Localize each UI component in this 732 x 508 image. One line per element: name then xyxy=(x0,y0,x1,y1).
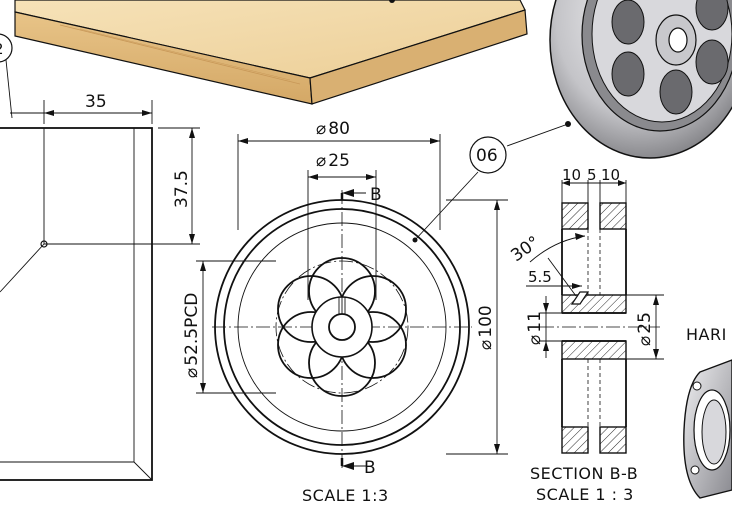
svg-text:B: B xyxy=(370,185,382,205)
dim-diameter-25: ⌀25 xyxy=(307,151,377,300)
svg-text:35: 35 xyxy=(85,92,107,112)
left-board-view xyxy=(0,127,200,481)
balloon-left-partial: 2 xyxy=(0,33,13,119)
hardware-3d-partial xyxy=(683,359,732,499)
section-title-caption: SECTION B-B xyxy=(530,464,638,483)
wooden-board-iso xyxy=(14,0,528,105)
balloon-06: 06 xyxy=(412,123,569,243)
svg-text:30°: 30° xyxy=(507,232,543,266)
svg-text:06: 06 xyxy=(476,146,498,166)
section-scale-caption: SCALE 1 : 3 xyxy=(536,485,634,504)
svg-text:⌀11: ⌀11 xyxy=(525,311,545,345)
svg-text:10: 10 xyxy=(601,166,620,184)
svg-text:5: 5 xyxy=(587,166,597,184)
right-partial-label: HARI xyxy=(686,325,727,344)
svg-text:⌀25: ⌀25 xyxy=(316,151,350,171)
svg-text:⌀80: ⌀80 xyxy=(316,119,350,139)
dim-35: 35 xyxy=(10,92,153,124)
dim-pcd: ⌀52.5PCD xyxy=(182,260,276,394)
dim-diameter-11: ⌀11 xyxy=(525,296,562,358)
svg-text:⌀25: ⌀25 xyxy=(635,312,655,346)
dim-5-5: 5.5 xyxy=(526,268,582,289)
svg-text:10: 10 xyxy=(562,166,581,184)
front-view-scale-caption: SCALE 1:3 xyxy=(302,486,389,505)
dim-section-widths: 10 5 10 xyxy=(561,166,627,203)
svg-text:37.5: 37.5 xyxy=(172,170,192,208)
svg-text:2: 2 xyxy=(0,40,4,58)
dim-diameter-25-section: ⌀25 xyxy=(626,294,664,360)
svg-text:5.5: 5.5 xyxy=(528,268,552,286)
wheel-front-view xyxy=(212,190,472,468)
svg-text:⌀52.5PCD: ⌀52.5PCD xyxy=(182,293,202,378)
dim-37-5: 37.5 xyxy=(158,127,200,244)
svg-text:⌀100: ⌀100 xyxy=(476,305,496,350)
section-b-b-view xyxy=(540,202,660,454)
section-marker-top: B xyxy=(340,185,382,205)
dim-diameter-80: ⌀80 xyxy=(237,119,441,230)
wheel-3d-render xyxy=(549,0,732,159)
section-marker-bottom: B xyxy=(340,458,376,478)
dim-diameter-100: ⌀100 xyxy=(446,199,508,455)
svg-text:B: B xyxy=(364,458,376,478)
